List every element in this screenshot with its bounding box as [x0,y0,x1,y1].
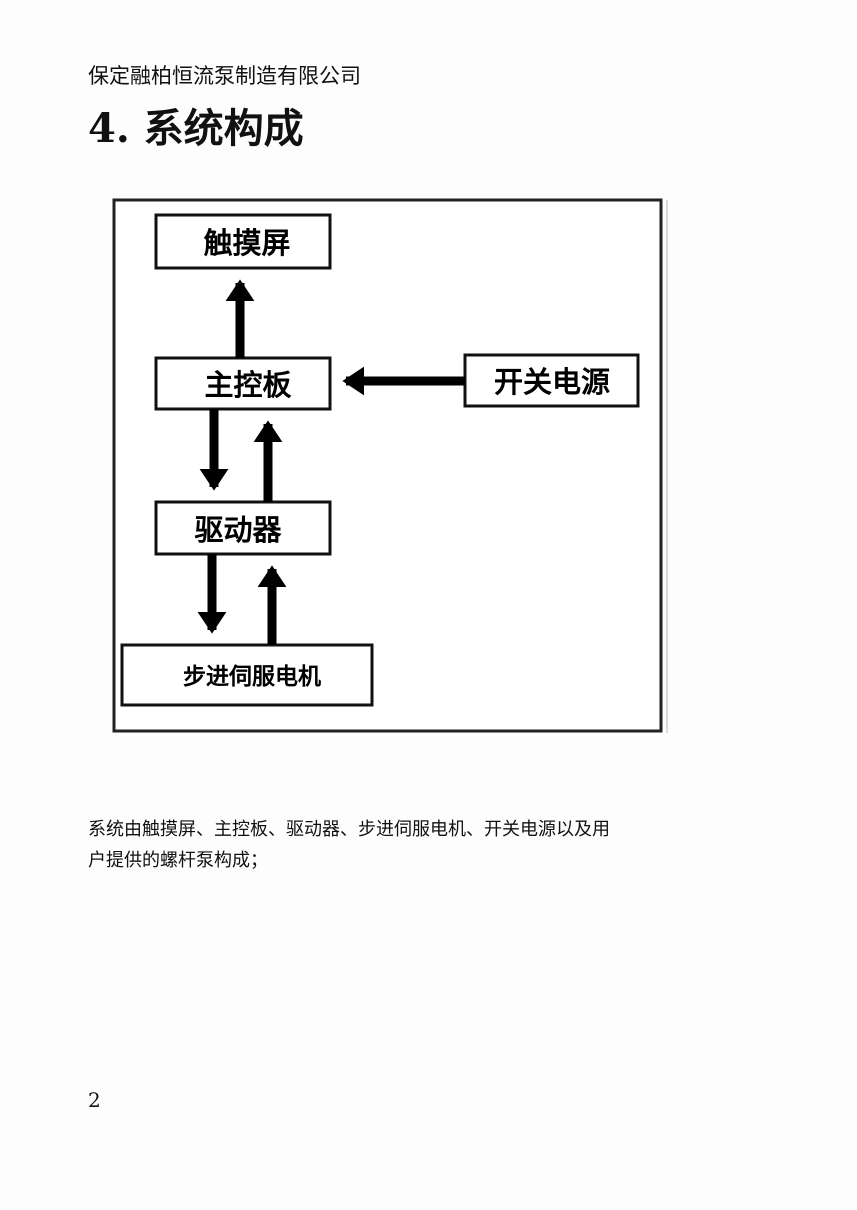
node-main-board: 主控板 [154,356,332,411]
body-paragraph-line-1: 系统由触摸屏、主控板、驱动器、步进伺服电机、开关电源以及用 [88,819,610,840]
node-power-supply-label: 开关电源 [494,365,610,399]
node-motor-label: 步进伺服电机 [183,664,321,690]
node-motor: 步进伺服电机 [120,643,374,707]
node-touchscreen: 触摸屏 [154,213,332,270]
node-power-supply: 开关电源 [463,353,640,408]
diagram-frame [112,198,663,733]
section-title: 4. 系统构成 [88,105,304,152]
company-header: 保定融柏恒流泵制造有限公司 [88,64,361,88]
node-main-board-label: 主控板 [204,368,292,402]
body-paragraph-line-2: 户提供的螺杆泵构成； [88,850,268,871]
node-touchscreen-label: 触摸屏 [203,226,290,260]
node-driver-label: 驱动器 [194,513,282,547]
system-diagram: 触摸屏 主控板 开关电源 驱动器 步进伺服电机 [112,198,668,733]
node-driver: 驱动器 [154,500,332,556]
page-number: 2 [88,1088,101,1112]
